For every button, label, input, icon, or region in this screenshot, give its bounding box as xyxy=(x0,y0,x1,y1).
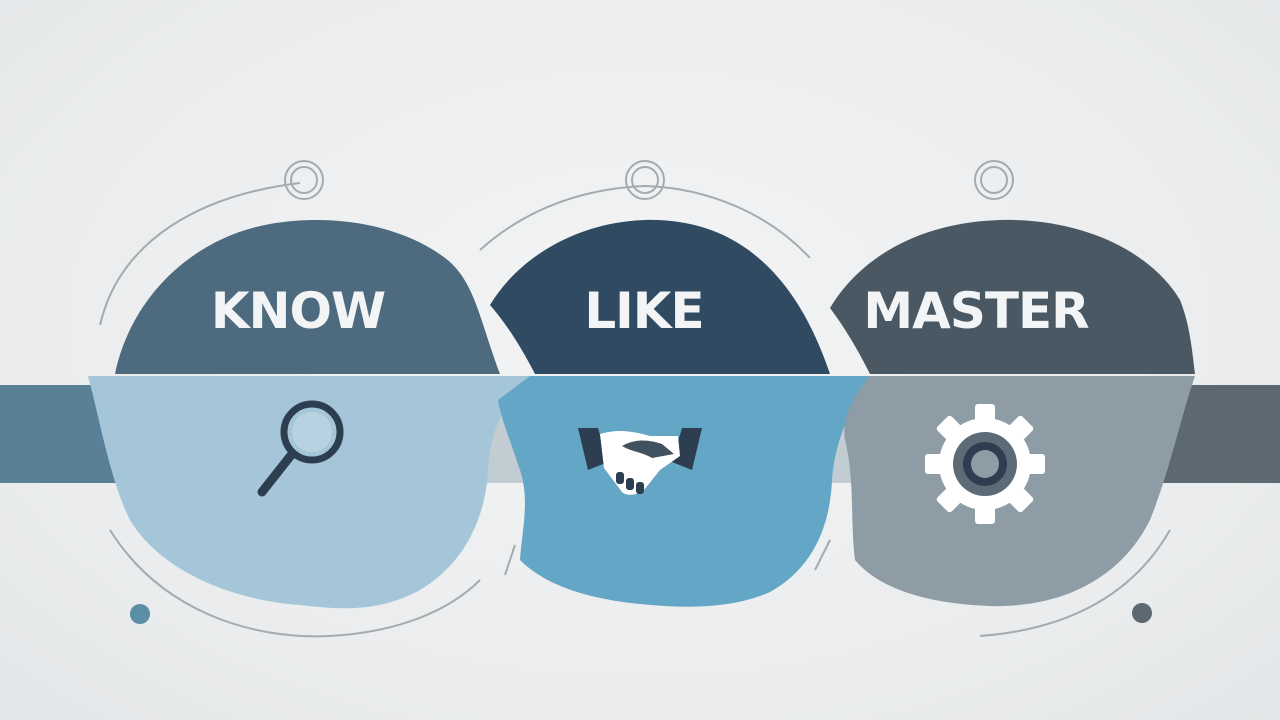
arc-master-mid xyxy=(814,539,831,571)
step-know: KNOW xyxy=(88,220,530,609)
gear-icon xyxy=(925,404,1045,524)
dot-right xyxy=(1132,603,1152,623)
like-label: LIKE xyxy=(584,282,703,340)
master-label: MASTER xyxy=(863,282,1089,340)
ring-marker-know-inner xyxy=(290,166,318,194)
decorative-arcs xyxy=(99,182,1171,638)
ring-markers xyxy=(284,160,1014,200)
ring-marker-like-inner xyxy=(631,166,659,194)
ring-marker-know xyxy=(284,160,324,200)
ring-marker-like xyxy=(625,160,665,200)
dot-left xyxy=(130,604,150,624)
like-top-shape xyxy=(490,219,830,374)
handshake-icon xyxy=(578,428,702,495)
ring-marker-master xyxy=(974,160,1014,200)
arc-like-bottom xyxy=(504,544,516,576)
arc-know-top xyxy=(99,182,301,326)
arc-like-top xyxy=(479,184,811,259)
know-label: KNOW xyxy=(211,282,385,340)
know-top-shape xyxy=(115,220,500,374)
ring-marker-master-inner xyxy=(980,166,1008,194)
master-top-shape xyxy=(830,219,1195,374)
magnifying-glass-icon xyxy=(257,400,344,497)
arc-master-bottom xyxy=(979,529,1171,637)
know-bottom-shape xyxy=(88,376,530,609)
step-master: MASTER xyxy=(830,219,1195,607)
step-like: LIKE xyxy=(490,219,870,607)
arc-know-bottom xyxy=(109,529,481,638)
like-bottom-shape xyxy=(498,376,870,607)
